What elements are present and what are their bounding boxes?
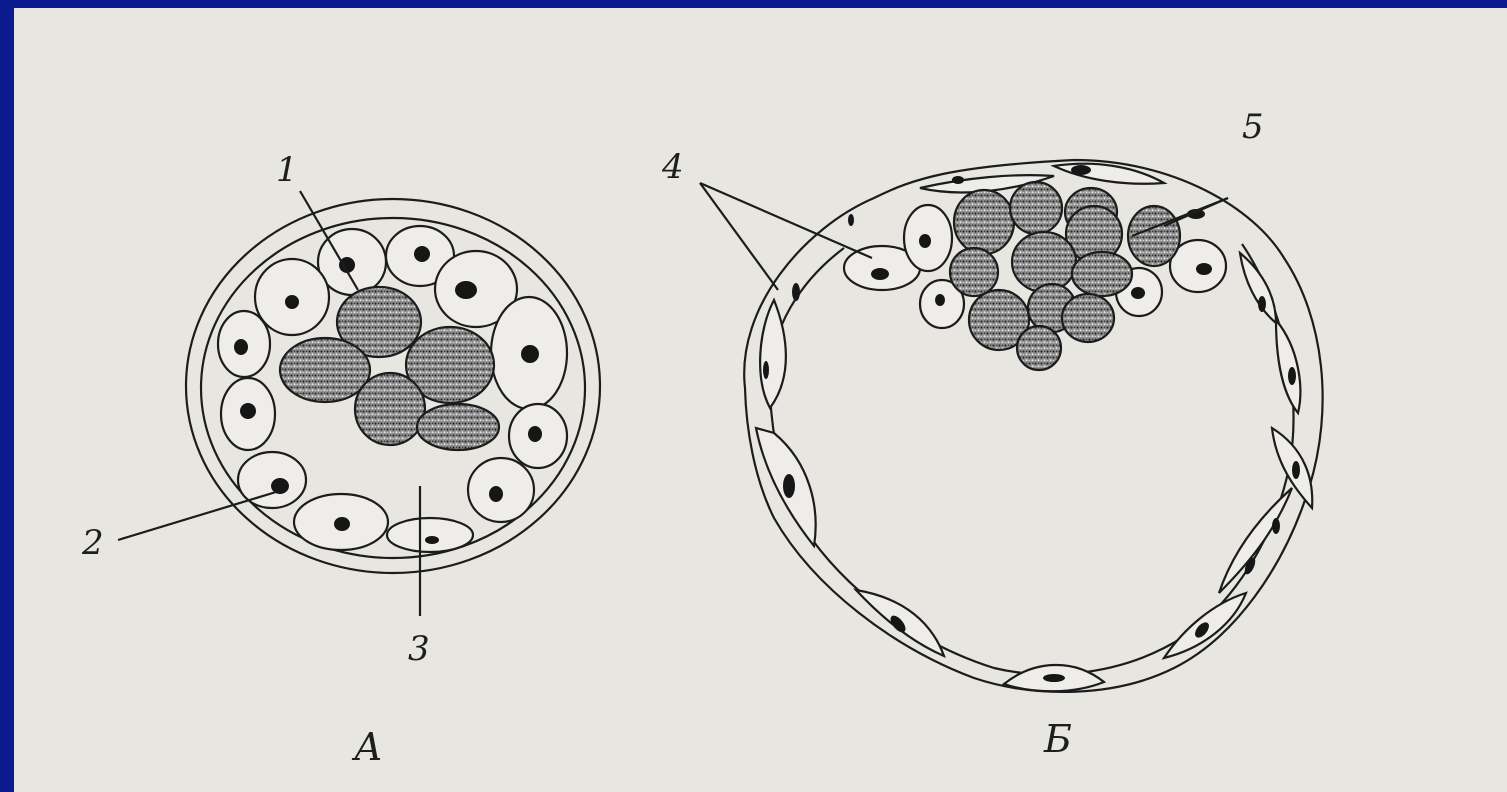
cell-nucleus xyxy=(234,339,248,355)
cell-nucleus xyxy=(521,345,539,363)
trophoblast-cell xyxy=(1219,488,1292,593)
label-2: 2 xyxy=(81,523,104,563)
cell-nucleus xyxy=(425,536,439,544)
embryo-diagram: 1 2 3 4 5 А Б xyxy=(14,8,1507,792)
trophoblast-cell xyxy=(1276,320,1300,413)
cell-nucleus xyxy=(919,234,931,248)
label-3: 3 xyxy=(408,629,430,669)
cell-nucleus xyxy=(1288,367,1296,385)
cell-nucleus xyxy=(1272,518,1280,534)
cell-nucleus xyxy=(1258,296,1266,312)
caption-a: А xyxy=(351,725,383,769)
figure-b xyxy=(700,160,1323,692)
inner-cell-mass-blastomere xyxy=(417,404,499,450)
cell-nucleus xyxy=(285,295,299,309)
embryoblast-blastomere xyxy=(954,190,1014,254)
cell-nucleus xyxy=(848,214,854,226)
trophoblast-cell xyxy=(760,300,786,408)
cell-nucleus xyxy=(952,176,964,184)
cell-nucleus xyxy=(528,426,542,442)
cell-nucleus xyxy=(334,517,350,531)
label-4: 4 xyxy=(661,147,684,187)
cell-nucleus xyxy=(1292,461,1300,479)
cell-nucleus xyxy=(240,403,256,419)
cell-nucleus xyxy=(414,246,430,262)
cell-nucleus xyxy=(783,474,795,498)
label-5: 5 xyxy=(1242,107,1264,147)
cell-nucleus xyxy=(1196,263,1212,275)
embryoblast-blastomere xyxy=(1012,232,1076,292)
leader-line-5b xyxy=(1164,198,1228,226)
cell-nucleus xyxy=(455,281,477,299)
cell-nucleus xyxy=(935,294,945,306)
cell-nucleus xyxy=(1043,674,1065,682)
cell-nucleus xyxy=(1071,165,1091,175)
leader-line-2 xyxy=(118,492,276,540)
cell-nucleus xyxy=(763,361,769,379)
caption-b: Б xyxy=(1043,717,1072,761)
cell-nucleus xyxy=(489,486,503,502)
embryoblast-blastomere xyxy=(950,248,998,296)
figure-sheet: 1 2 3 4 5 А Б xyxy=(14,8,1507,792)
embryoblast-blastomere xyxy=(1017,326,1061,370)
cell-nucleus xyxy=(1131,287,1145,299)
leader-line-4b xyxy=(700,183,872,258)
inner-cell-mass-blastomere xyxy=(355,373,425,445)
embryoblast-blastomere xyxy=(1010,182,1062,234)
label-1: 1 xyxy=(276,150,298,190)
embryoblast-blastomere xyxy=(1128,206,1180,266)
trophoblast-cell xyxy=(1240,253,1276,323)
trophoblast-cell xyxy=(387,518,473,552)
cell-nucleus xyxy=(792,283,800,301)
embryoblast-blastomere xyxy=(1062,294,1114,342)
cell-nucleus xyxy=(871,268,889,280)
embryoblast-blastomere xyxy=(1072,252,1132,296)
inner-cell-mass-blastomere xyxy=(280,338,370,402)
trophoblast-cell xyxy=(1054,164,1164,184)
figure-a xyxy=(118,191,600,616)
